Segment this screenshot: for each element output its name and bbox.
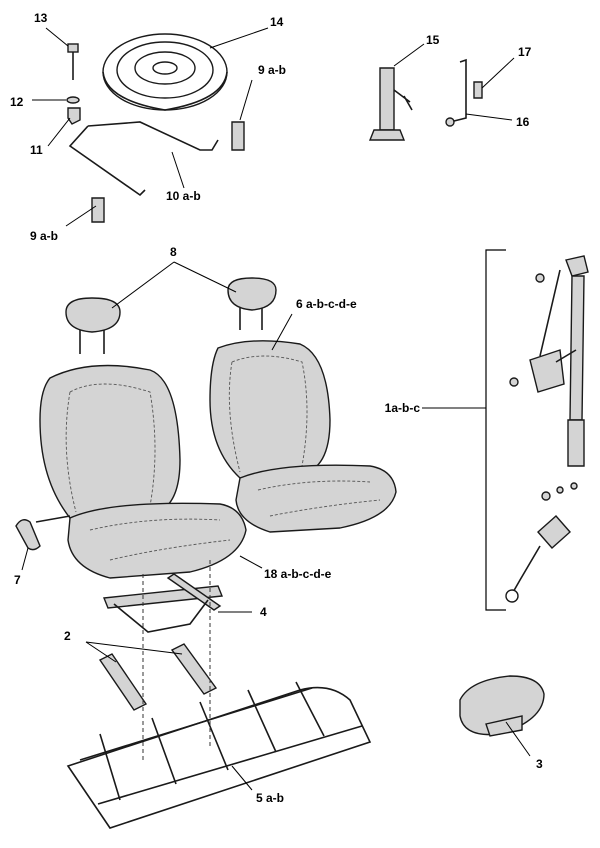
- label-16: 16: [516, 115, 530, 129]
- label-8: 8: [170, 245, 177, 259]
- label-7: 7: [14, 573, 21, 587]
- wheel-clamp: [67, 107, 81, 125]
- seat-belt-assembly: [509, 255, 589, 501]
- label-11: 11: [30, 143, 43, 157]
- label-9-lower: 9 a-b: [30, 229, 58, 243]
- lever-connector[interactable]: [35, 515, 71, 523]
- label-18: 18 a-b-c-d-e: [264, 567, 332, 581]
- seat-belt-buckle: [505, 515, 571, 603]
- seat-runners: [103, 573, 223, 633]
- headrest-right: [227, 277, 277, 330]
- label-15: 15: [426, 33, 440, 47]
- spare-wheel: [102, 33, 228, 111]
- headrest-left: [65, 297, 121, 354]
- armrest: [459, 675, 545, 737]
- label-3: 3: [536, 757, 543, 771]
- label-5: 5 a-b: [256, 791, 284, 805]
- label-13: 13: [34, 11, 48, 25]
- label-6: 6 a-b-c-d-e: [296, 297, 357, 311]
- label-9-upper: 9 a-b: [258, 63, 286, 77]
- label-14: 14: [270, 15, 284, 29]
- bracket-upper: [231, 121, 245, 151]
- seat-recline-lever: [15, 519, 41, 551]
- jack-handle-knob: [445, 117, 455, 127]
- label-12: 12: [10, 95, 24, 109]
- label-10: 10 a-b: [166, 189, 201, 203]
- spare-wheel-carrier-wire: [68, 121, 219, 197]
- wheel-bolt: [67, 43, 79, 80]
- seat-frame: [66, 681, 372, 829]
- seat-belt-bracket: [485, 249, 506, 611]
- jack-handle: [449, 58, 467, 123]
- bracket-lower: [91, 197, 105, 223]
- jack-clip: [473, 81, 483, 99]
- jack: [368, 67, 413, 141]
- front-seat-right: [209, 340, 397, 533]
- spacer-block-left: [98, 653, 148, 711]
- label-1: 1a-b-c: [385, 401, 421, 415]
- spacer-block-right: [170, 643, 218, 695]
- wheel-washer: [66, 96, 80, 104]
- label-2: 2: [64, 629, 71, 643]
- label-4: 4: [260, 605, 267, 619]
- front-seat-left: [39, 364, 247, 579]
- label-17: 17: [518, 45, 532, 59]
